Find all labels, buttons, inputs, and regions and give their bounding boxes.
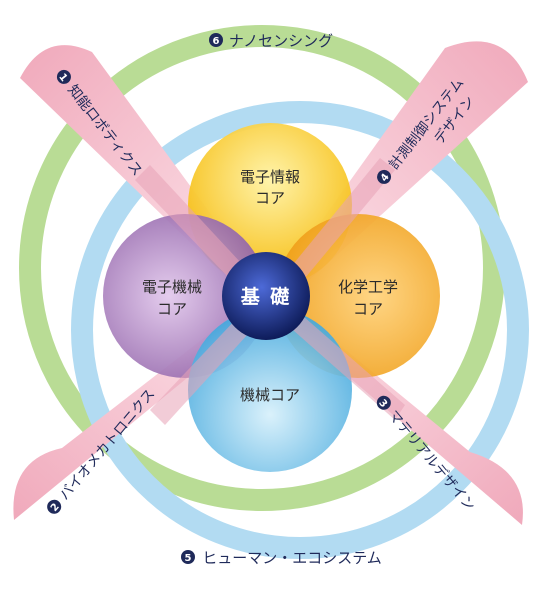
core-top-line1: 電子情報: [240, 168, 300, 186]
ring-top-number: 6: [213, 36, 220, 47]
core-right-line2: コア: [353, 300, 383, 318]
ring-bottom-number-badge: [181, 550, 195, 564]
ring-bottom-label: ヒューマン・エコシステム: [202, 549, 382, 567]
center-circle: [222, 252, 310, 340]
blue-ring: [71, 101, 529, 559]
core-left-line2: コア: [157, 300, 187, 318]
ring-top-label: ナノセンシング: [229, 32, 333, 50]
green-ring: [19, 25, 505, 511]
ring-bottom-number: 5: [185, 553, 192, 564]
core-left-line1: 電子機械: [142, 278, 202, 296]
core-top-line2: コア: [255, 189, 285, 207]
petal-3-overlay: [268, 296, 405, 420]
core-right-line1: 化学工学: [338, 278, 398, 296]
petal-1-number-badge: [56, 69, 71, 84]
core-bottom-line1: 機械コア: [240, 386, 300, 404]
petal-4-number-badge: [377, 169, 392, 184]
petal-3-number-badge: [376, 395, 391, 410]
petal-4-overlay: [272, 158, 395, 302]
petal-2-number-badge: [47, 499, 62, 514]
center-label: 基 礎: [240, 285, 292, 308]
ring-top-number-badge: [209, 33, 223, 47]
